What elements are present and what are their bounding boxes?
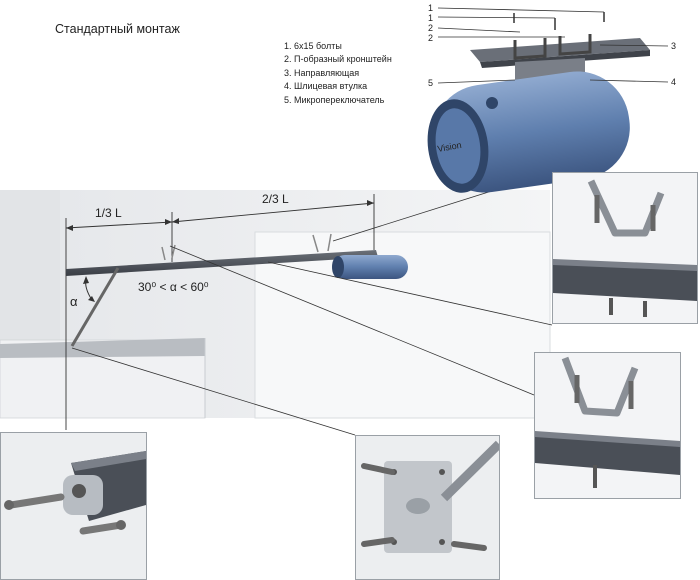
room-scene [0,190,551,419]
legend-item-microswitch: 5. Микропереключатель [284,94,385,105]
rail-assembly [66,233,408,347]
guide-rail [66,250,378,276]
detail-sleeve-hole [486,97,498,109]
leader-line [267,261,553,326]
hanger-bracket [312,234,319,253]
motor-unit-small [333,255,408,279]
callout-number: 1 [428,3,433,13]
detail-u-bracket [513,38,547,60]
detail-u-bracket [558,34,592,56]
hanger-bracket [171,244,176,259]
rail-brace [70,267,120,347]
callout-line [437,79,516,84]
callout-number: 2 [428,23,433,33]
hanger-bracket [161,246,166,261]
inset-hanger-bottom-drawing [535,353,680,498]
callout-number: 3 [671,41,676,51]
callout-number: 1 [428,13,433,23]
inset-ceiling-plate [355,435,500,580]
callout-number: 4 [671,77,676,87]
legend-item-rail: 3. Направляющая [284,67,360,78]
diagram-title: Стандартный монтаж [55,22,180,36]
dimension-lines [65,194,375,430]
arrowhead [165,219,172,225]
callout-number: 2 [428,33,433,43]
callout-line [437,16,556,19]
legend-item-spline-sleeve: 4. Шлицевая втулка [284,81,368,92]
detail-motor-lens [435,108,481,184]
legend-item-bolts: 1. 6x15 болты [284,41,342,51]
callout-line [589,79,669,83]
callout-line [437,27,521,33]
angle-symbol-label: α [70,294,78,309]
hanger-bracket [327,233,332,252]
inset-hanger-top-drawing [553,173,697,323]
motor-detail: Vision [427,12,650,193]
callout-lines [437,7,669,84]
inset-wall-mount-drawing [1,433,146,579]
inset-ceiling-plate-drawing [356,436,499,579]
dim-label-two-thirds: 2/3 L [262,192,289,206]
callout-number: 5 [428,78,433,88]
motor-cap [332,256,344,278]
leader-line [169,245,535,396]
callout-line [437,7,605,13]
inset-hanger-top [552,172,698,324]
inset-wall-mount [0,432,147,580]
arrowhead [88,296,95,302]
callout-line [599,44,669,47]
parts-legend: 1. 6x15 болты 2. П-образный кронштейн 3.… [284,40,392,107]
door-header [0,338,205,358]
dim-label-one-third: 1/3 L [95,206,122,220]
dim-line-two-thirds [171,202,375,223]
detail-motor-logo: Vision [437,140,463,154]
leader-line [71,347,356,436]
arrowhead [367,200,374,206]
dim-line-one-third [65,221,173,229]
arrowhead [172,218,179,224]
inset-hanger-bottom [534,352,681,499]
arrowhead [66,225,73,231]
arrowhead [83,276,89,284]
legend-item-u-bracket: 2. П-образный кронштейн [284,54,392,65]
angle-range-label: 30⁰ < α < 60⁰ [138,280,209,294]
